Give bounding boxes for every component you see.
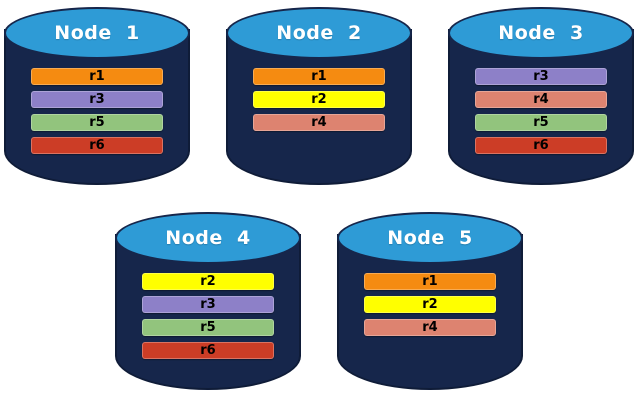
shard-r1[interactable]: r1 [31, 68, 163, 85]
node-4-shard-list: r2 r3 r5 r6 [115, 265, 301, 359]
shard-r4[interactable]: r4 [253, 114, 385, 131]
shard-r4[interactable]: r4 [475, 91, 607, 108]
shard-r6[interactable]: r6 [142, 342, 274, 359]
shard-r1[interactable]: r1 [364, 273, 496, 290]
shard-r5[interactable]: r5 [142, 319, 274, 336]
node-5-label: Node 5 [387, 227, 473, 249]
shard-r1[interactable]: r1 [253, 68, 385, 85]
node-5-shard-list: r1 r2 r4 [337, 265, 523, 336]
node-4[interactable]: r2 r3 r5 r6 Node 4 [115, 212, 301, 390]
shard-r3[interactable]: r3 [31, 91, 163, 108]
shard-r5[interactable]: r5 [475, 114, 607, 131]
node-2-label: Node 2 [276, 22, 362, 44]
shard-r4[interactable]: r4 [364, 319, 496, 336]
node-2-shard-list: r1 r2 r4 [226, 60, 412, 131]
node-5[interactable]: r1 r2 r4 Node 5 [337, 212, 523, 390]
node-2[interactable]: r1 r2 r4 Node 2 [226, 7, 412, 185]
node-1-cylinder-top [4, 7, 190, 59]
shard-r2[interactable]: r2 [364, 296, 496, 313]
node-4-label: Node 4 [165, 227, 251, 249]
node-3-shard-list: r3 r4 r5 r6 [448, 60, 634, 154]
node-4-cylinder-top [115, 212, 301, 264]
shard-r5[interactable]: r5 [31, 114, 163, 131]
shard-r2[interactable]: r2 [142, 273, 274, 290]
node-3-label: Node 3 [498, 22, 584, 44]
shard-r2[interactable]: r2 [253, 91, 385, 108]
shard-r6[interactable]: r6 [475, 137, 607, 154]
shard-r3[interactable]: r3 [142, 296, 274, 313]
node-2-cylinder-top [226, 7, 412, 59]
node-5-cylinder-top [337, 212, 523, 264]
shard-r3[interactable]: r3 [475, 68, 607, 85]
node-3-cylinder-top [448, 7, 634, 59]
node-1[interactable]: r1 r3 r5 r6 Node 1 [4, 7, 190, 185]
node-1-shard-list: r1 r3 r5 r6 [4, 60, 190, 154]
node-1-label: Node 1 [54, 22, 140, 44]
shard-r6[interactable]: r6 [31, 137, 163, 154]
node-3[interactable]: r3 r4 r5 r6 Node 3 [448, 7, 634, 185]
